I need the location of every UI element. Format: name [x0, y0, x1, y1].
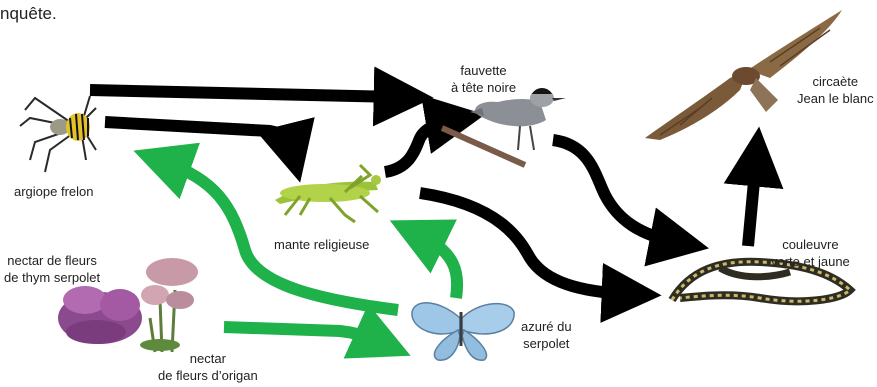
arrow-fauvette-to-couleuvre: [553, 140, 676, 242]
nectar-thym-label: nectar de fleurs de thym serpolet: [4, 252, 100, 286]
azure-label: azuré du serpolet: [521, 318, 572, 352]
arrow-argiope-to-fauvette: [90, 90, 400, 97]
mante-label: mante religieuse: [274, 236, 369, 253]
arrow-origan-to-azure: [224, 327, 380, 342]
fauvette-image: [442, 88, 566, 165]
couleuvre-label: couleuvre verte et jaune: [771, 236, 850, 270]
arrow-couleuvre-to-circaete: [748, 160, 756, 246]
nectar-origan-label: nectar de fleurs d’origan: [158, 350, 258, 384]
mante-religieuse-image: [275, 165, 381, 222]
azure-butterfly-image: [412, 303, 514, 360]
fauvette-label: fauvette à tête noire: [451, 62, 516, 96]
thym-serpolet-image: [58, 286, 142, 344]
circaete-label: circaète Jean le blanc: [797, 73, 874, 107]
origan-image: [140, 258, 198, 352]
arrow-argiope-to-mante: [105, 122, 292, 150]
arrow-azure-to-mante: [420, 235, 457, 298]
argiope-label: argiope frelon: [14, 183, 94, 200]
arrow-mante-to-fauvette: [385, 120, 452, 172]
argiope-spider-image: [20, 96, 96, 172]
